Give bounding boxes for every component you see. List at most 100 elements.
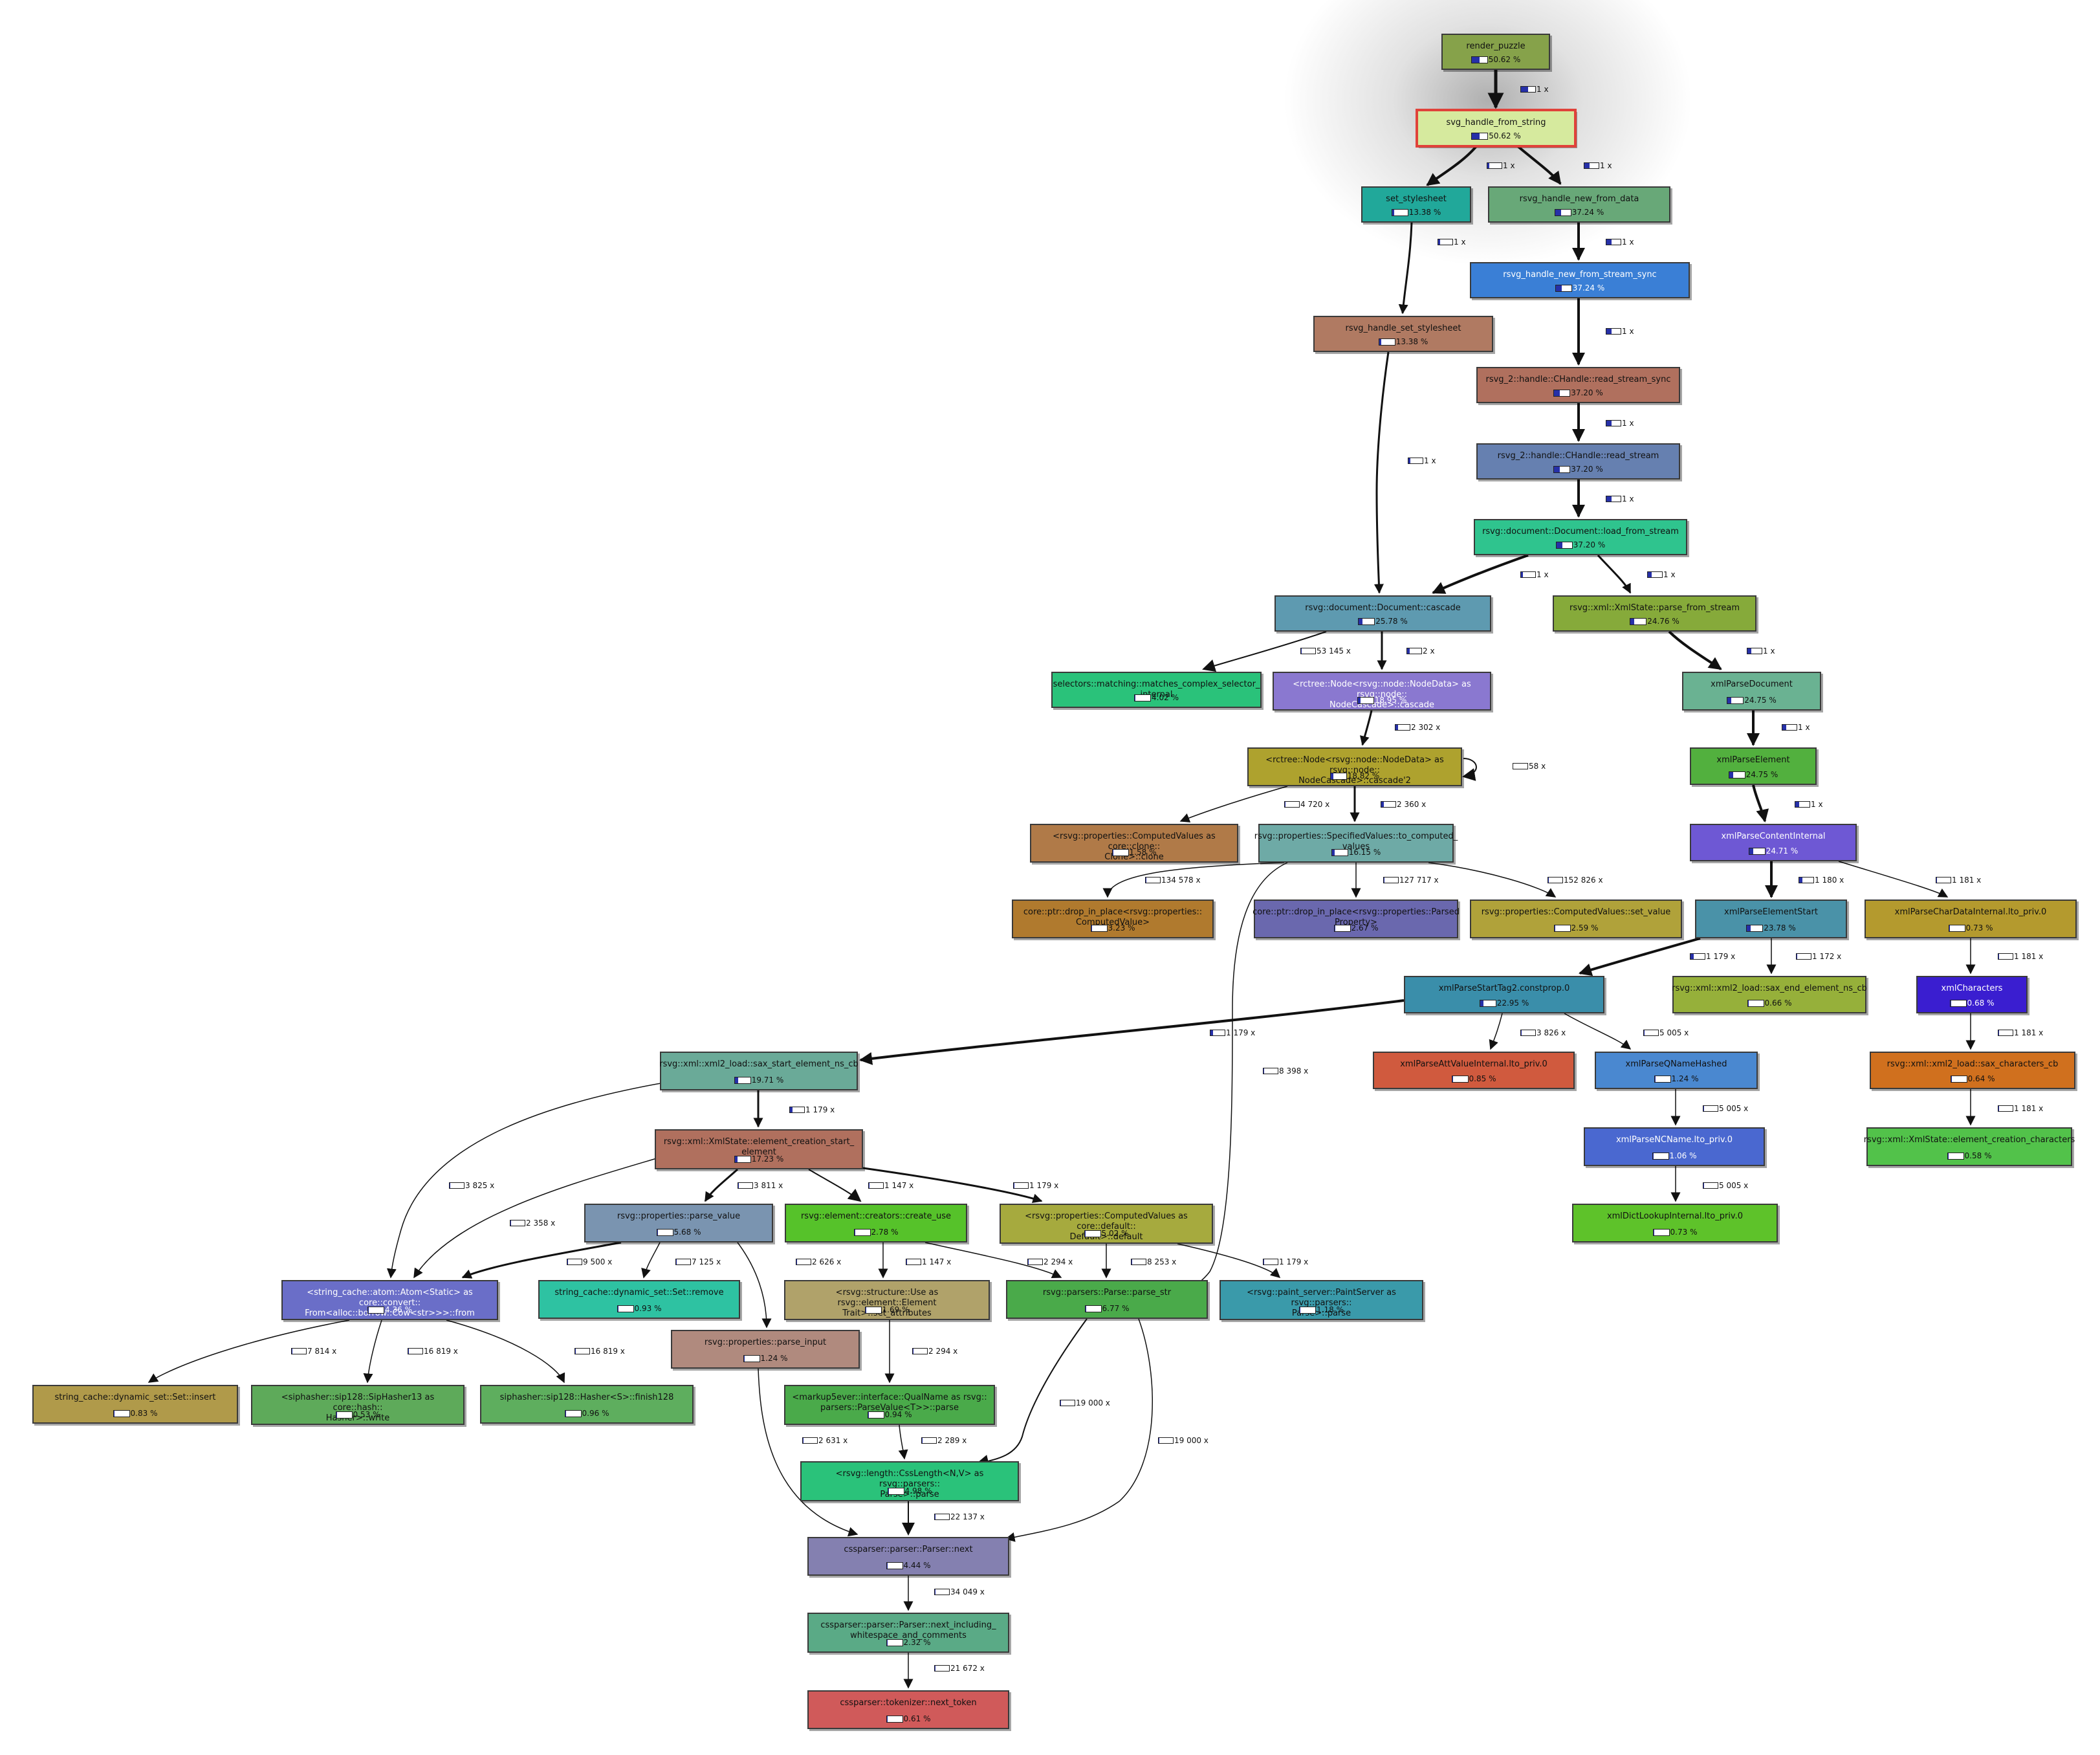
cost-bar (1747, 999, 1764, 1007)
cost-bar (734, 1076, 751, 1084)
node-inclusive-cost: 1.06 % (1669, 1151, 1697, 1160)
edge-n25-n28 (859, 999, 1405, 1065)
call-node[interactable]: <rsvg::length::CssLength<N,V> as rsvg::p… (800, 1461, 1019, 1501)
call-node[interactable]: <markup5ever::interface::QualName as rsv… (784, 1385, 995, 1425)
edge-cost-bar (1383, 877, 1399, 883)
edge-n15-n15 (1462, 758, 1477, 781)
edge-count-text: 34 049 x (950, 1587, 985, 1596)
call-node[interactable]: cssparser::parser::Parser::next_includin… (807, 1613, 1009, 1653)
node-function-name: string_cache::dynamic_set::Set::insert (54, 1393, 216, 1402)
call-node[interactable]: <rctree::Node<rsvg::node::NodeData> as r… (1273, 672, 1491, 711)
call-node[interactable]: rsvg_2::handle::CHandle::read_stream_syn… (1476, 367, 1680, 403)
edge-call-count: 5 005 x (1703, 1181, 1748, 1190)
edge-cost-bar-fill (1584, 163, 1590, 168)
call-node[interactable]: <rsvg::paint_server::PaintServer as rsvg… (1220, 1280, 1423, 1320)
cost-bar-fill (1331, 849, 1335, 855)
node-inclusive-cost: 4.36 % (385, 1305, 412, 1314)
call-node[interactable]: <rctree::Node<rsvg::node::NodeData> as r… (1247, 747, 1462, 786)
edge-count-text: 1 147 x (922, 1257, 952, 1266)
node-function-name: rsvg::document::Document::cascade (1305, 603, 1461, 613)
edge-cost-bar (1936, 877, 1951, 883)
edge-cost-bar (1060, 1400, 1075, 1406)
edge-call-count: 5 005 x (1643, 1028, 1689, 1037)
node-function-name: <rsvg::properties::ComputedValues as cor… (1025, 1211, 1188, 1242)
call-node[interactable]: <siphasher::sip128::SipHasher13 as core:… (251, 1385, 465, 1425)
edge-n6-n10 (1373, 351, 1390, 594)
call-node[interactable]: rsvg::properties::ComputedValues::set_va… (1470, 900, 1682, 938)
node-function-name: rsvg_2::handle::CHandle::read_stream_syn… (1485, 375, 1671, 384)
call-node[interactable]: core::ptr::drop_in_place<rsvg::propertie… (1012, 900, 1214, 938)
call-node[interactable]: <rsvg::structure::Use as rsvg::element::… (784, 1280, 990, 1320)
cost-bar-fill (1654, 1076, 1656, 1082)
edge-cost-bar (1487, 162, 1502, 169)
node-cost-row: 1.58 % (1031, 848, 1237, 857)
edge-n28-n39 (386, 1079, 684, 1279)
edge-count-text: 5 005 x (1659, 1028, 1689, 1037)
call-node[interactable]: rsvg::xml::XmlState::element_creation_ch… (1864, 1127, 2075, 1166)
node-cost-row: 0.61 % (809, 1714, 1008, 1723)
call-node[interactable]: core::ptr::drop_in_place<rsvg::propertie… (1252, 900, 1460, 938)
call-node[interactable]: rsvg::xml::xml2_load::sax_end_element_ns… (1672, 976, 1867, 1013)
node-inclusive-cost: 0.94 % (884, 1410, 912, 1419)
call-node[interactable]: rsvg::xml::xml2_load::sax_start_element_… (659, 1052, 859, 1090)
node-cost-row: 37.20 % (1475, 540, 1686, 549)
edge-cost-bar (1395, 724, 1410, 731)
call-node[interactable]: <string_cache::atom::Atom<Static> as cor… (281, 1280, 498, 1320)
edge-call-count: 2 294 x (912, 1347, 957, 1356)
node-cost-row: 1.24 % (672, 1354, 859, 1363)
cost-bar (656, 1228, 673, 1236)
edge-cost-bar-fill (738, 1183, 739, 1188)
edge-cost-bar-fill (1395, 725, 1399, 730)
node-inclusive-cost: 4.44 % (903, 1561, 931, 1570)
edge-cost-bar (1131, 1259, 1146, 1265)
edge-cost-bar (796, 1259, 811, 1265)
edge-call-count: 1 x (1782, 723, 1810, 732)
node-inclusive-cost: 2.67 % (1351, 923, 1379, 933)
call-node[interactable]: rsvg::xml::XmlState::element_creation_st… (655, 1129, 863, 1169)
cost-bar-fill (886, 1639, 888, 1646)
cost-bar (1471, 132, 1489, 140)
call-node[interactable]: <rsvg::properties::ComputedValues as cor… (1030, 824, 1238, 863)
edge-count-text: 3 826 x (1537, 1028, 1566, 1037)
edge-call-count: 1 x (1606, 327, 1634, 336)
call-node[interactable]: rsvg::document::Document::load_from_stre… (1474, 519, 1687, 555)
node-cost-row: 0.83 % (34, 1409, 237, 1418)
cost-bar (1451, 1075, 1469, 1083)
edge-cost-bar (1796, 953, 1811, 960)
call-node[interactable]: <rsvg::properties::ComputedValues as cor… (1000, 1204, 1213, 1244)
cost-bar-fill (565, 1410, 566, 1417)
call-node[interactable]: selectors::matching::matches_complex_sel… (1051, 672, 1262, 708)
call-node[interactable]: rsvg::properties::SpecifiedValues::to_co… (1254, 824, 1458, 863)
edge-count-text: 53 145 x (1317, 646, 1351, 656)
